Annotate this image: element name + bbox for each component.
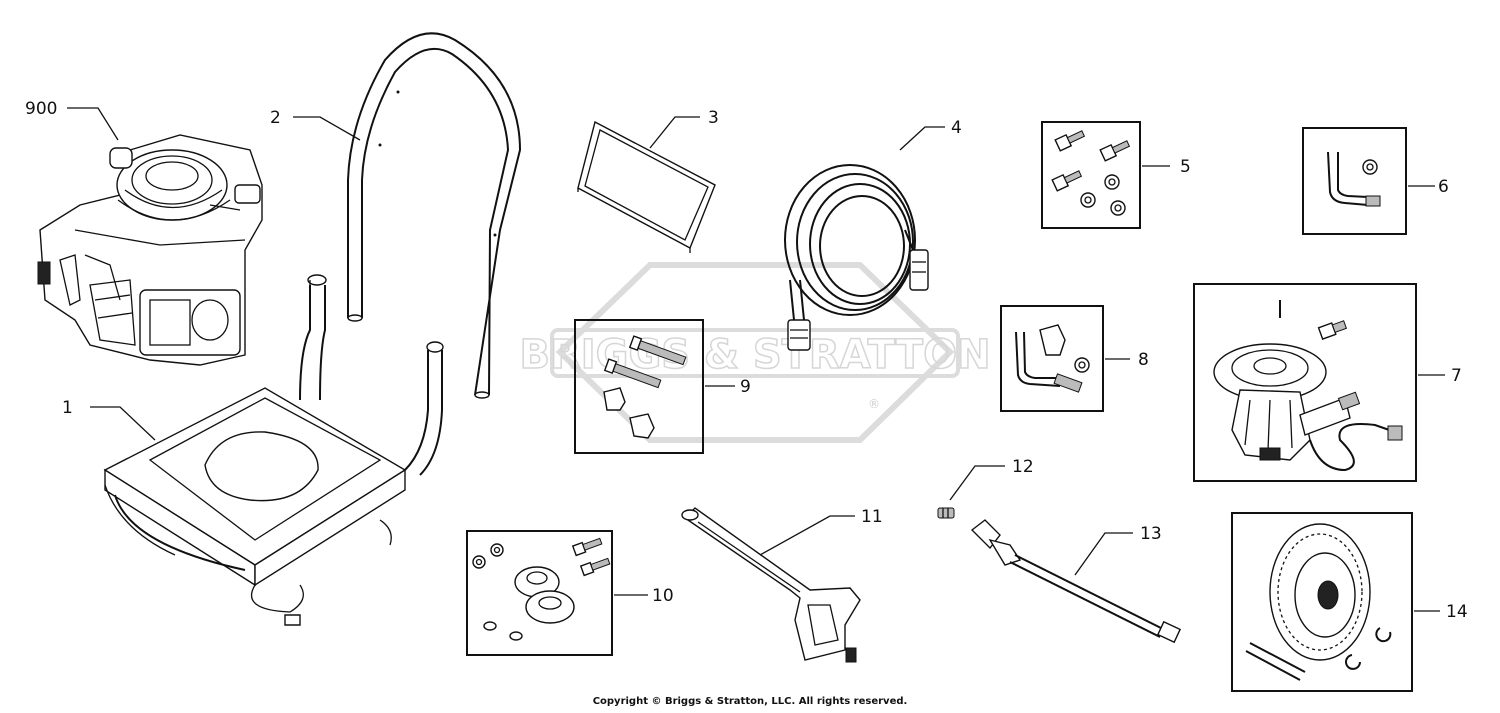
label-part-4: 4 bbox=[951, 118, 962, 138]
part-wand-illustration bbox=[970, 519, 1182, 644]
watermark-registered: ® bbox=[868, 397, 880, 411]
part-frame-illustration bbox=[103, 274, 444, 626]
part-foot-kit-illustration bbox=[466, 530, 613, 656]
part-hose-illustration bbox=[784, 164, 929, 351]
part-panel-illustration bbox=[577, 120, 716, 253]
part-spray-gun-illustration bbox=[681, 507, 861, 663]
label-part-1: 1 bbox=[62, 398, 73, 418]
label-part-2: 2 bbox=[270, 108, 281, 128]
part-hardware-kit-c-illustration bbox=[1000, 305, 1104, 412]
label-part-14: 14 bbox=[1446, 602, 1468, 622]
label-part-10: 10 bbox=[652, 586, 674, 606]
part-handle-illustration bbox=[347, 32, 522, 399]
brand-watermark: BRIGGS & STRATTON ® bbox=[519, 262, 991, 443]
label-part-13: 13 bbox=[1140, 524, 1162, 544]
part-hardware-kit-d-illustration bbox=[574, 319, 704, 454]
leader-lines bbox=[67, 107, 1445, 612]
watermark-brand: BRIGGS & STRATTON bbox=[519, 332, 990, 378]
part-labels: 900 1 2 3 4 5 6 7 8 9 10 11 12 13 14 bbox=[25, 99, 1468, 622]
label-part-9: 9 bbox=[740, 377, 751, 397]
part-fitting-illustration bbox=[937, 507, 955, 519]
part-engine-illustration bbox=[37, 134, 263, 366]
copyright-notice: Copyright © Briggs & Stratton, LLC. All … bbox=[592, 696, 908, 707]
part-hardware-kit-a-illustration bbox=[1041, 121, 1141, 229]
part-hardware-kit-b-illustration bbox=[1302, 127, 1407, 235]
label-part-3: 3 bbox=[708, 108, 719, 128]
part-pump-illustration bbox=[1193, 283, 1417, 482]
label-part-8: 8 bbox=[1138, 350, 1149, 370]
label-part-5: 5 bbox=[1180, 157, 1191, 177]
label-part-11: 11 bbox=[861, 507, 883, 527]
label-part-12: 12 bbox=[1012, 457, 1034, 477]
part-wheel-kit-illustration bbox=[1231, 512, 1413, 692]
label-part-7: 7 bbox=[1451, 366, 1462, 386]
label-part-6: 6 bbox=[1438, 177, 1449, 197]
label-part-900: 900 bbox=[25, 99, 57, 119]
